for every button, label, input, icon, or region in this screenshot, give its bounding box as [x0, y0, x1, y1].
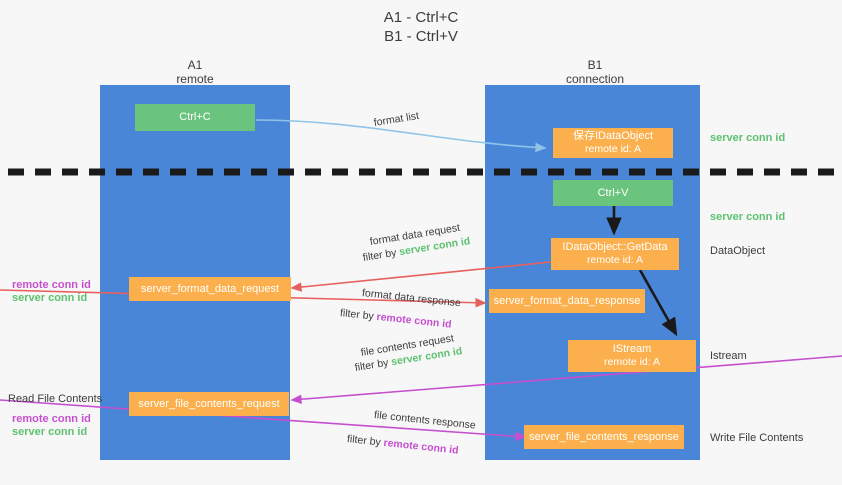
filter-prefix: filter by — [353, 356, 393, 374]
box-istream-line2: remote id: A — [603, 356, 661, 368]
label-server-conn-id-bottom: server conn id — [12, 426, 88, 438]
box-getdata-line1: IDataObject::GetData — [562, 241, 668, 253]
box-idataobject-getdata[interactable]: IDataObject::GetData remote id: A — [551, 238, 679, 270]
filter-prefix: filter by — [361, 246, 401, 264]
filter-prefix: filter by — [339, 307, 378, 323]
label-server-conn-id-mid: server conn id — [12, 292, 88, 304]
box-istream-line1: IStream — [612, 343, 652, 355]
caption-format-list: format list — [372, 109, 420, 129]
label-remote-conn-id-mid: remote conn id — [12, 279, 91, 291]
box-istream[interactable]: IStream remote id: A — [568, 340, 696, 372]
caption-format-data-response-filter: filter by remote conn id — [339, 307, 452, 332]
box-server-format-data-response-label: server_format_data_response — [493, 294, 641, 307]
label-server-conn-id-top: server conn id — [710, 132, 786, 144]
filter-prefix: filter by — [346, 433, 385, 449]
box-ctrl-v-label: Ctrl+V — [597, 186, 629, 199]
label-write-file-contents: Write File Contents — [710, 432, 804, 444]
label-server-conn-id-second: server conn id — [710, 211, 786, 223]
box-save-idataobject-line1: 保存IDataObject — [572, 130, 654, 142]
box-save-idataobject[interactable]: 保存IDataObject remote id: A — [553, 128, 673, 158]
box-ctrl-c[interactable]: Ctrl+C — [135, 104, 255, 131]
box-getdata-line2: remote id: A — [586, 254, 644, 266]
box-server-format-data-request-label: server_format_data_request — [140, 282, 280, 295]
box-ctrl-c-label: Ctrl+C — [179, 111, 211, 123]
filter-value-remote-conn-id: remote conn id — [375, 310, 453, 331]
label-istream: Istream — [710, 350, 747, 362]
box-server-file-contents-response-label: server_file_contents_response — [529, 430, 679, 443]
box-server-format-data-request[interactable]: server_format_data_request — [129, 277, 291, 301]
title-line-1: A1 - Ctrl+C — [383, 9, 459, 26]
box-server-file-contents-response[interactable]: server_file_contents_response — [524, 425, 684, 449]
lane-header-b1: B1 connection — [510, 58, 680, 86]
lane-a1-sub: remote — [176, 72, 214, 86]
label-remote-conn-id-bottom: remote conn id — [12, 413, 91, 425]
lane-header-a1: A1 remote — [110, 58, 280, 86]
box-server-file-contents-request-label: server_file_contents_request — [138, 397, 280, 410]
title-line-2: B1 - Ctrl+V — [384, 28, 458, 45]
caption-format-data-response: format data response — [361, 287, 462, 310]
lane-a1-name: A1 — [187, 58, 203, 72]
filter-value-remote-conn-id: remote conn id — [382, 436, 460, 457]
label-read-file-contents: Read File Contents — [8, 393, 103, 405]
page-title: A1 - Ctrl+C B1 - Ctrl+V — [0, 8, 842, 46]
box-server-file-contents-request[interactable]: server_file_contents_request — [129, 392, 289, 416]
box-server-format-data-response[interactable]: server_format_data_response — [489, 289, 645, 313]
box-save-idataobject-line2: remote id: A — [584, 143, 642, 155]
lane-b1-name: B1 — [587, 58, 603, 72]
box-ctrl-v[interactable]: Ctrl+V — [553, 180, 673, 206]
label-dataobject: DataObject — [710, 245, 766, 257]
caption-file-contents-response-filter: filter by remote conn id — [346, 433, 459, 458]
lane-b1-sub: connection — [565, 72, 625, 86]
caption-file-contents-response: file contents response — [373, 409, 477, 432]
